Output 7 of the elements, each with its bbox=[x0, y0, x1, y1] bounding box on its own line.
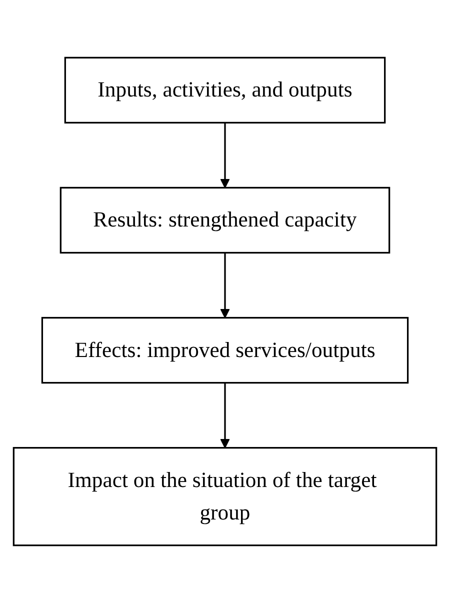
node-box: Inputs, activities, and outputs bbox=[64, 57, 386, 124]
arrow bbox=[220, 383, 230, 449]
arrow bbox=[220, 253, 230, 319]
node-box: Effects: improved services/outputs bbox=[41, 317, 409, 384]
arrow bbox=[220, 123, 230, 189]
node-box: Impact on the situation of the target group bbox=[12, 447, 438, 547]
node-box: Results: strengthened capacity bbox=[60, 187, 390, 254]
